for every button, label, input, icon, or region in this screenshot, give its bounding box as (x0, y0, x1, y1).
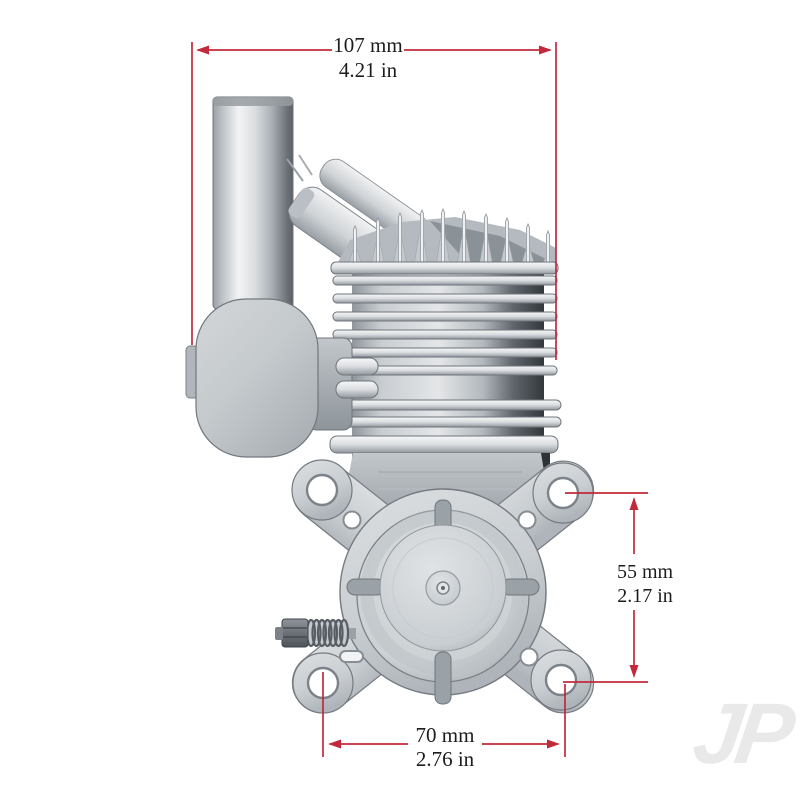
head-fin-spikes (353, 207, 550, 267)
arrow-left-icon (328, 739, 341, 749)
height-imperial-label: 2.17 in (617, 585, 673, 607)
arrow-up-icon (629, 497, 639, 510)
intake-tube-endcap (288, 187, 315, 219)
arrow-down-icon (629, 665, 639, 678)
inner-hole-bottom-right (519, 647, 539, 667)
needle-hex-head (281, 618, 309, 648)
mount-hole-bottom-right (544, 663, 578, 697)
inner-hole-top-left (342, 510, 362, 530)
cover-rib-west (346, 578, 386, 596)
mount-width-imperial-label: 2.76 in (416, 747, 475, 771)
crankcase-cover (346, 499, 540, 705)
inner-hole-top-right (517, 510, 537, 530)
needle-valve-spring (275, 618, 356, 648)
arrow-right-icon (539, 45, 552, 55)
width-imperial-label: 4.21 in (339, 58, 398, 82)
width-metric-label: 107 mm (333, 33, 402, 57)
cooling-fin (332, 329, 558, 340)
exhaust-port (307, 337, 379, 431)
muffler-stack-pipe (212, 96, 294, 310)
arrow-right-icon (547, 739, 560, 749)
cooling-fin (332, 311, 558, 322)
cooling-fin-wide (326, 416, 562, 428)
engine-illustration (185, 96, 595, 714)
cylinder-head (336, 207, 556, 267)
mount-width-metric-label: 70 mm (416, 723, 475, 747)
muffler-canister (195, 298, 319, 458)
cooling-fin (332, 293, 558, 304)
cylinder-body (352, 262, 544, 458)
dimension-mount-width: 70 mm 2.76 in (322, 672, 566, 771)
needle-tip (275, 627, 283, 640)
muffler-pipe-cap (213, 97, 293, 106)
cylinder-base-flange (329, 435, 559, 454)
jp-watermark: JP (688, 686, 800, 782)
cylinder-assembly (326, 261, 562, 523)
cooling-fin (332, 275, 558, 286)
exhaust-flange-bar (335, 380, 379, 399)
cooling-fin-wide (326, 399, 562, 411)
carb-needle-pin (286, 158, 304, 182)
dimension-overall-width: 107 mm 4.21 in (191, 33, 557, 360)
cover-disk-ring (392, 537, 494, 639)
height-metric-label: 55 mm (617, 561, 674, 583)
exhaust-flange-bar (335, 357, 379, 376)
inner-slot-bottom-left (339, 650, 364, 663)
head-base-plate (330, 261, 559, 275)
muffler-pipe-body (212, 96, 294, 310)
arrow-left-icon (196, 45, 209, 55)
crankshaft-center (441, 586, 445, 590)
carb-needle-pin-2 (298, 154, 313, 176)
dimension-mount-height: 55 mm 2.17 in (563, 492, 674, 683)
mount-hole-top-left (305, 473, 339, 507)
cooling-fin (332, 347, 558, 358)
needle-rod (344, 628, 356, 639)
cover-rib-south (434, 651, 452, 705)
cover-rib-east (500, 578, 540, 596)
